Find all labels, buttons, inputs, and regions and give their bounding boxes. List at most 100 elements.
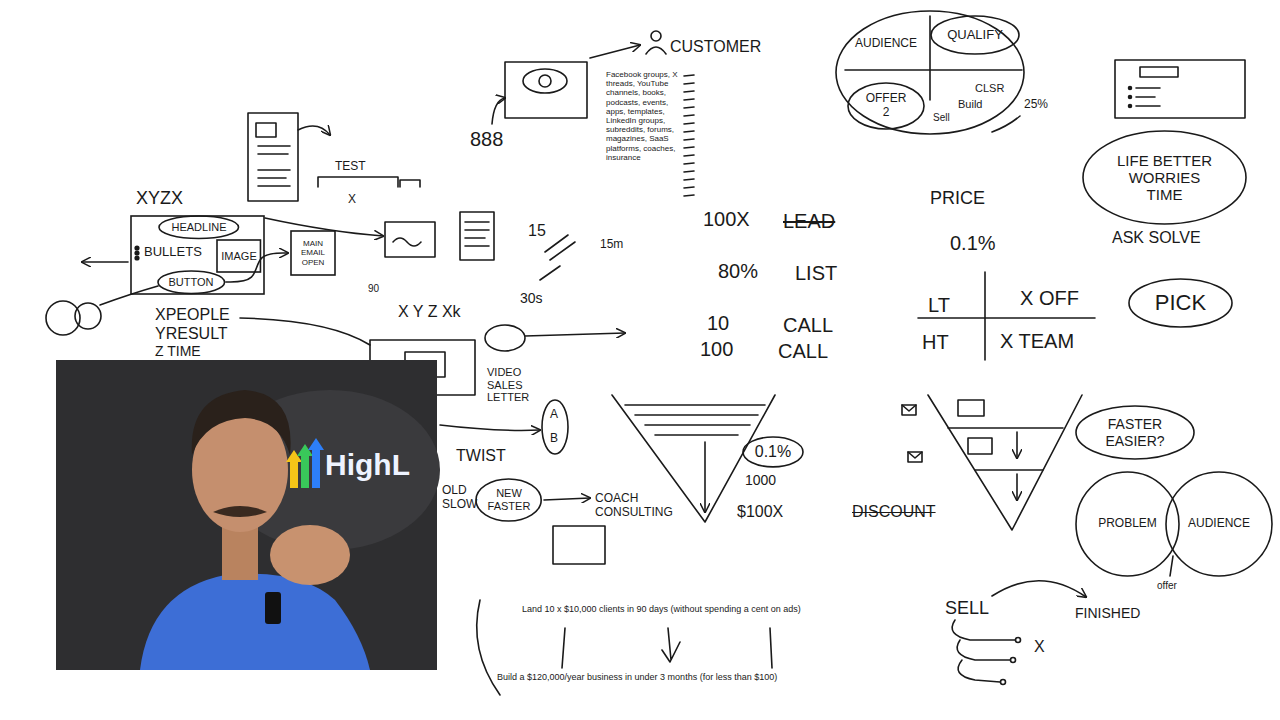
sketch-ellipse: LIFE BETTERWORRIESTIME [1082,130,1247,225]
page-lines [258,146,290,186]
handwritten-label: 90 [368,283,379,295]
handwritten-label: FINISHED [1075,605,1140,621]
box-outline [217,240,260,272]
node-text: NEW FASTER [487,487,531,512]
handwritten-label: offer [1157,580,1177,592]
handwritten-label: LIST [795,262,837,285]
handwritten-label: B [550,432,558,446]
eye-pupil [539,75,551,87]
node-text: XYZX [136,188,183,209]
loop-sketch [75,303,101,329]
handwritten-label: PRICE [930,188,985,209]
handwritten-label: Z TIME [155,343,201,359]
handwritten-label: Facebook groups, X threads, YouTube chan… [606,70,678,162]
ellipse-outline [476,479,541,521]
logo-arrow [297,444,313,488]
handwritten-label: X [348,193,356,207]
node-text: AUDIENCE [1188,517,1250,531]
box-sketch [958,400,984,416]
microphone [265,592,281,624]
handwritten-label: 888 [470,128,503,151]
handwritten-label: 0.1% [950,232,996,255]
handwritten-label: 100 [700,338,733,361]
bullet-dot [1129,87,1132,90]
sketch-ellipse: FASTER EASIER? [1075,405,1195,460]
page-sketch [248,113,298,201]
sketch-box: XYZXBULLETSHEADLINEIMAGEBUTTON [130,215,265,295]
sketch-ellipse: AUDIENCE [1165,471,1273,577]
node-text: Sell [933,112,950,124]
handwritten-label: 1000 [745,472,776,488]
ellipse-outline [1083,131,1246,224]
ellipse-outline [836,11,1024,134]
curve-stroke [240,318,370,345]
handwritten-label: Land 10 x $10,000 clients in 90 days (wi… [522,604,801,614]
envelope-icon [908,452,922,462]
arrow-stroke [1016,474,1018,500]
sketch-ellipse: NEW FASTER [475,478,542,522]
sketch-box: IMAGE [216,239,261,273]
page-image [256,123,276,137]
handwritten-label: $100X [737,503,783,521]
branch-end [1011,658,1016,663]
box-sketch [968,438,992,454]
funnel-bands [948,428,1063,470]
node-text: OFFER 2 [861,92,911,120]
ellipse-outline [159,216,239,238]
handwritten-label: X TEAM [1000,330,1074,353]
arrow-stroke [1016,432,1018,458]
arrow-stroke [992,581,1086,597]
node-text: PROBLEM [1098,517,1157,531]
handwritten-label: CUSTOMER [670,38,761,56]
sketch-ellipse: OFFER 2 [847,82,925,130]
node-text: QUALIFY [947,28,1003,43]
sketch-ellipse: PICK [1128,278,1233,328]
handwritten-label: X [1034,638,1045,656]
node-text: IMAGE [221,250,256,263]
bullet-dot [135,251,139,255]
ab-ellipse [542,400,568,454]
handwritten-label: VIDEO SALES LETTER [487,366,535,404]
handwritten-label: LEAD [783,210,835,233]
node-text: BULLETS [144,245,202,260]
node-text: Build [958,98,982,111]
curve-stroke [100,286,158,305]
bullet-dot [135,256,139,260]
node-text: PICK [1155,290,1206,315]
box-sketch [553,526,605,564]
handwritten-label: X Y Z Xk [398,303,461,321]
quadrant-cross [918,272,1095,360]
presenter-hair [192,390,291,455]
sketch-ellipse: HEADLINE [158,215,240,239]
handwritten-label: TEST [335,160,366,174]
page-lines [1136,88,1160,106]
ellipse-outline [1076,472,1179,576]
arrow-stroke [265,218,383,236]
ellipse-outline [931,16,1019,54]
handwritten-label: LT [928,294,950,317]
logo-text: HighL [325,448,410,483]
bullet-dot [135,246,139,250]
handwritten-label: 10 [707,312,729,335]
handwritten-label: ASK SOLVE [1112,229,1201,247]
wave-line [393,238,421,246]
handwritten-label: COACH CONSULTING [595,492,677,520]
node-text: WORRIES [1129,169,1201,186]
handwritten-label: SELL [945,598,989,619]
arrow-stroke [544,498,590,500]
page-lines [465,222,489,246]
arrow-stroke [82,261,128,263]
tick-strokes [562,628,772,668]
curve-stroke [477,600,500,695]
arrow-stroke [525,333,625,336]
presenter-mustache [213,506,267,517]
funnel-bands [625,405,765,435]
arrow-stroke [298,126,330,135]
presenter-hand [270,525,350,585]
arrow-stroke [440,425,540,430]
handwritten-label: DISCOUNT [852,503,936,521]
handwritten-label: TWIST [456,447,506,465]
handwritten-label: 100X [703,208,750,231]
node-text: TIME [1147,186,1183,203]
